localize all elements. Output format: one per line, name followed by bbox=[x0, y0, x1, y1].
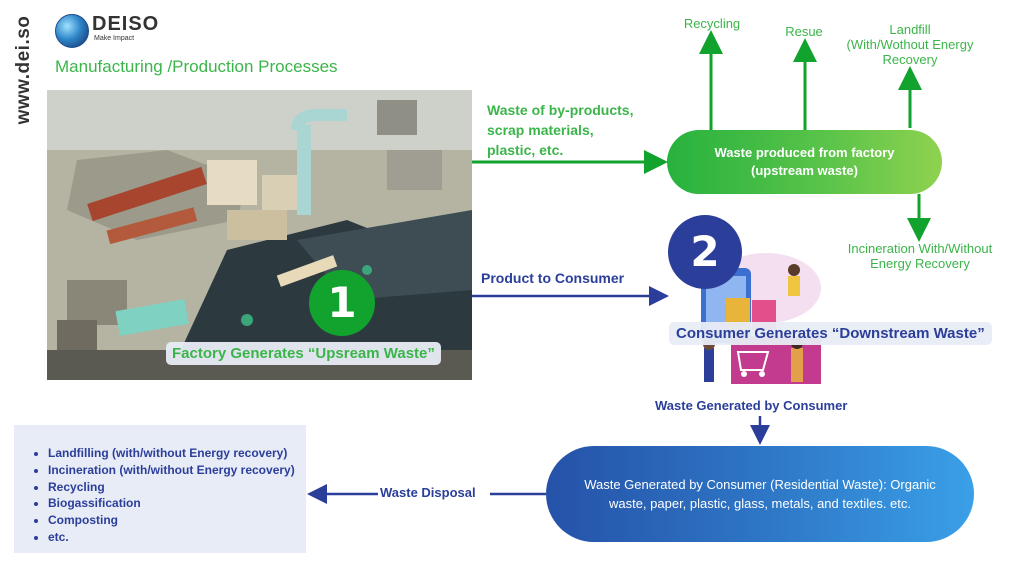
logo-name: DEISO bbox=[92, 13, 160, 35]
website-url: www.dei.so bbox=[13, 15, 34, 125]
upstream-node-line-1: Waste produced from factory bbox=[714, 145, 895, 160]
disposal-item: Biogassification bbox=[48, 495, 306, 512]
output-landfill: Landfill (With/Wothout Energy Recovery bbox=[829, 22, 991, 67]
landfill-line-1: Landfill bbox=[889, 22, 931, 37]
residential-line-1: Waste Generated by Consumer (Residential… bbox=[584, 477, 936, 492]
incineration-line-2: Energy Recovery bbox=[870, 256, 970, 271]
consumer-shopping-illustration bbox=[686, 248, 826, 388]
deiso-logo-icon bbox=[55, 14, 89, 48]
factory-upstream-label: Factory Generates “Upsream Waste” bbox=[166, 342, 441, 365]
consumer-downstream-label: Consumer Generates “Downstream Waste” bbox=[669, 322, 992, 345]
section-title: Manufacturing /Production Processes bbox=[55, 57, 338, 76]
incineration-line-1: Incineration With/Without bbox=[847, 241, 993, 256]
residential-line-2: waste, paper, plastic, glass, metals, an… bbox=[608, 496, 912, 511]
landfill-line-2: (With/Wothout Energy bbox=[846, 37, 974, 52]
output-incineration: Incineration With/Without Energy Recover… bbox=[829, 241, 1011, 271]
upstream-waste-node: Waste produced from factory (upstream wa… bbox=[667, 130, 942, 194]
factory-waste-description: Waste of by-products, scrap materials, p… bbox=[487, 100, 667, 160]
factory-illustration bbox=[47, 90, 472, 380]
disposal-item: Landfilling (with/without Energy recover… bbox=[48, 445, 306, 462]
disposal-item: Incineration (with/without Energy recove… bbox=[48, 462, 306, 479]
waste-line-3: plastic, etc. bbox=[487, 142, 564, 158]
step-2-badge: 2 bbox=[668, 215, 742, 289]
landfill-line-3: Recovery bbox=[882, 52, 938, 67]
upstream-node-line-2: (upstream waste) bbox=[751, 163, 858, 178]
waste-line-1: Waste of by-products, bbox=[487, 102, 634, 118]
residential-waste-node: Waste Generated by Consumer (Residential… bbox=[546, 446, 974, 542]
disposal-methods-list: Landfilling (with/without Energy recover… bbox=[34, 445, 306, 546]
waste-line-2: scrap materials, bbox=[487, 122, 594, 138]
waste-disposal-label: Waste Disposal bbox=[380, 485, 476, 500]
disposal-item: Composting bbox=[48, 512, 306, 529]
step-1-badge: 1 bbox=[309, 270, 375, 336]
disposal-item: etc. bbox=[48, 529, 306, 546]
logo-tagline: Make Impact bbox=[94, 35, 135, 42]
output-reuse: Resue bbox=[785, 24, 823, 39]
disposal-item: Recycling bbox=[48, 479, 306, 496]
disposal-methods-panel: Landfilling (with/without Energy recover… bbox=[14, 425, 306, 553]
waste-generated-by-consumer-label: Waste Generated by Consumer bbox=[655, 398, 848, 413]
product-to-consumer-label: Product to Consumer bbox=[481, 270, 625, 286]
output-recycling: Recycling bbox=[683, 16, 741, 31]
